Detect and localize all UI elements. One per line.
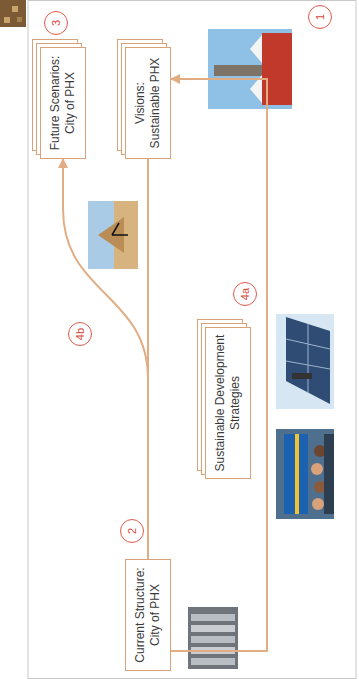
street-photo [208, 29, 292, 109]
box-text: Visions: Sustainable PHX [133, 54, 163, 152]
box-text: Future Scenarios: City of PHX [48, 54, 78, 152]
server-rack [191, 658, 235, 665]
connector [171, 79, 267, 651]
state-box: Current Structure: City of PHX [125, 559, 171, 671]
ornament-tile [4, 17, 10, 23]
callout-number: 2 [120, 519, 144, 543]
box-text: Current Structure: City of PHX [133, 566, 163, 664]
people-photo [276, 429, 334, 519]
panel-grid [286, 361, 330, 369]
callout-number: 1 [308, 5, 332, 29]
crowd [324, 434, 334, 514]
tent [250, 35, 262, 63]
frame [28, 1, 356, 679]
solar-photo [276, 314, 334, 409]
panel-grid [308, 324, 309, 393]
server-rack [191, 614, 235, 621]
server-photo [188, 607, 238, 669]
server-rack [191, 636, 235, 643]
photo-ground [276, 429, 334, 519]
strategy-stack: Sustainable Development Strategies [205, 327, 251, 479]
connector [63, 159, 148, 559]
photo-sky [208, 29, 292, 109]
callout-number: 4b [68, 322, 92, 346]
person [312, 498, 324, 510]
person [311, 463, 323, 475]
server-rack [191, 625, 235, 632]
pyramid-photo [88, 201, 138, 269]
arrow-mark [112, 234, 128, 236]
person [292, 373, 312, 379]
callout-number: 3 [44, 11, 68, 35]
callout-number: 4a [233, 282, 257, 306]
photo-ground [188, 607, 238, 669]
ornament [0, 0, 26, 27]
banner-stripe [295, 434, 299, 514]
photo-ground [276, 314, 334, 409]
solar-panel [286, 317, 330, 404]
scenario-stack: Future Scenarios: City of PHX [40, 47, 86, 159]
arrow-mark [112, 223, 119, 235]
clock-tower [214, 65, 270, 76]
box-text: Sustainable Development Strategies [213, 334, 243, 472]
ornament-tile [0, 0, 26, 27]
banner [284, 434, 308, 514]
ornament-tile [12, 6, 18, 12]
ornament-tile [17, 17, 22, 22]
panel-grid [286, 339, 330, 349]
vision-stack: Visions: Sustainable PHX [125, 47, 171, 159]
